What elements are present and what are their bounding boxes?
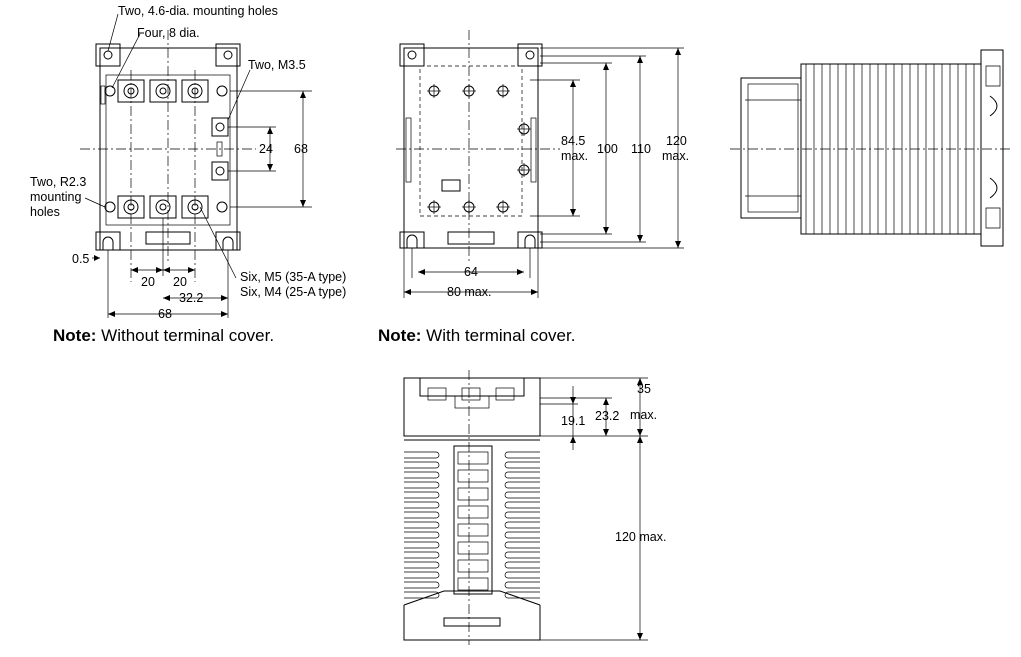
dim-19-1: 19.1 bbox=[561, 414, 585, 428]
front-view: Two, 4.6-dia. mounting holes Four, 8 dia… bbox=[30, 4, 346, 321]
label-six-m4: Six, M4 (25-A type) bbox=[240, 285, 346, 299]
dim-0-5: 0.5 bbox=[72, 252, 89, 266]
note-text: With terminal cover. bbox=[421, 326, 576, 345]
note-label: Note: bbox=[53, 326, 97, 345]
label-r23-line2: mounting bbox=[30, 190, 81, 204]
dim-20-left: 20 bbox=[141, 275, 155, 289]
dim-32-2: 32.2 bbox=[179, 291, 203, 305]
cover-body-outline bbox=[403, 47, 539, 249]
dim-100: 100 bbox=[597, 142, 618, 156]
label-mount-holes: Two, 4.6-dia. mounting holes bbox=[118, 4, 278, 18]
label-r23-line1: Two, R2.3 bbox=[30, 175, 86, 189]
bottom-view-fins bbox=[404, 451, 540, 599]
note-with-cover: Note: With terminal cover. bbox=[378, 326, 575, 346]
side-view-fins bbox=[805, 64, 975, 234]
dim-35-max: max. bbox=[630, 408, 657, 422]
dim-68-horizontal: 68 bbox=[158, 307, 172, 321]
dim-120-max-bottom: 120 max. bbox=[615, 530, 666, 544]
bottom-view-slots bbox=[457, 451, 489, 591]
dim-84-5-max: max. bbox=[561, 149, 588, 163]
dim-120: 120 bbox=[666, 134, 687, 148]
dim-80-max: 80 max. bbox=[447, 285, 491, 299]
label-six-m5: Six, M5 (35-A type) bbox=[240, 270, 346, 284]
dim-20-right: 20 bbox=[173, 275, 187, 289]
dim-68-vertical: 68 bbox=[294, 142, 308, 156]
dim-24: 24 bbox=[259, 142, 273, 156]
note-label: Note: bbox=[378, 326, 422, 345]
note-text: Without terminal cover. bbox=[96, 326, 275, 345]
side-view bbox=[730, 49, 1012, 247]
bottom-view: 35 max. 19.1 23.2 120 max. bbox=[403, 370, 666, 645]
label-r23-line3: holes bbox=[30, 205, 60, 219]
dim-110: 110 bbox=[631, 142, 651, 156]
label-two-m35: Two, M3.5 bbox=[248, 58, 306, 72]
dim-64: 64 bbox=[464, 265, 478, 279]
dim-23-2: 23.2 bbox=[595, 409, 619, 423]
label-four-8dia: Four, 8 dia. bbox=[137, 26, 200, 40]
cover-view: 84.5 max. 100 110 120 max. 64 80 max. bbox=[396, 30, 689, 299]
dim-120-max: max. bbox=[662, 149, 689, 163]
note-without-cover: Note: Without terminal cover. bbox=[53, 326, 274, 346]
dim-35: 35 bbox=[637, 382, 651, 396]
dim-84-5: 84.5 bbox=[561, 134, 585, 148]
